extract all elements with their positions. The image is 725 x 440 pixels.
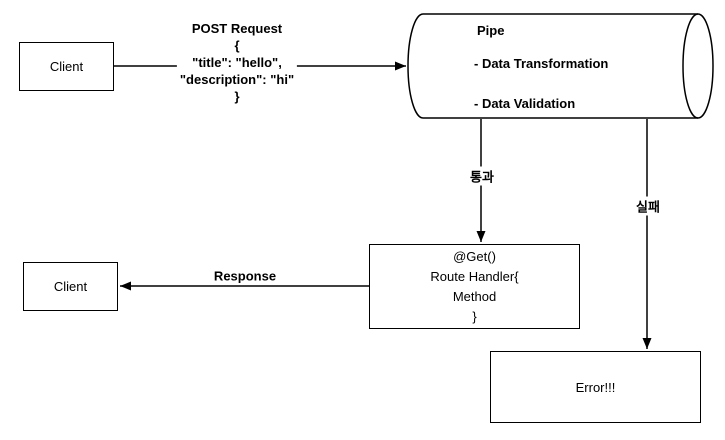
node-client-bottom-label: Client: [53, 279, 88, 294]
node-client-top: Client: [19, 42, 114, 91]
route-handler-line-method: Method: [452, 288, 497, 304]
node-route-handler: @Get() Route Handler{ Method }: [369, 244, 580, 329]
pipe-item-data-validation: - Data Validation: [474, 96, 576, 111]
post-request-line-body-title: "title": "hello",: [192, 55, 282, 70]
edge-label-pass: 통과: [468, 166, 496, 186]
node-error: Error!!!: [490, 351, 701, 423]
edge-label-post-request: POST Request { "title": "hello", "descri…: [176, 20, 298, 105]
route-handler-line-title: Route Handler{: [430, 268, 519, 284]
post-request-line-close-brace: }: [234, 89, 240, 104]
route-handler-line-close-brace: }: [472, 308, 477, 324]
pipe-item-data-transformation: - Data Transformation: [474, 56, 609, 71]
post-request-line-body-description: "description": "hi": [179, 72, 295, 87]
node-client-top-label: Client: [49, 59, 84, 74]
node-client-bottom: Client: [23, 262, 118, 311]
edge-label-fail: 실패: [634, 196, 662, 216]
pipe-title: Pipe: [477, 23, 505, 38]
edge-label-response: Response: [211, 268, 279, 284]
node-error-label: Error!!!: [575, 379, 616, 395]
pipe-cylinder-face-edge: [682, 13, 699, 119]
post-request-line-title: POST Request: [191, 21, 283, 36]
route-handler-line-decorator: @Get(): [453, 248, 496, 264]
post-request-line-open-brace: {: [234, 38, 240, 53]
